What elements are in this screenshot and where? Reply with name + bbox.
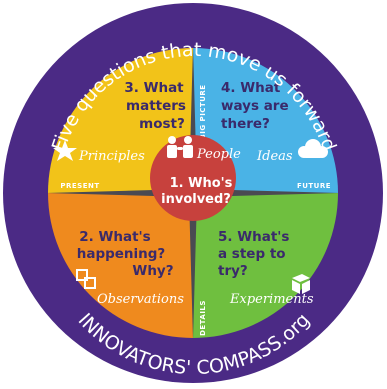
quadrant-bottom-right [193, 193, 338, 338]
axis-label-details: DETAILS [199, 300, 207, 336]
people-icon [167, 136, 193, 158]
question-5-line-1: 5. What's [218, 229, 289, 245]
question-5-line-2: a step to [218, 246, 286, 262]
center-tag-people: People [196, 147, 241, 162]
question-4-line-2: ways are [221, 98, 289, 114]
axis-label-future: FUTURE [297, 182, 331, 190]
box-icon [292, 274, 310, 294]
tag-principles: Principles [78, 149, 145, 164]
axis-label-big-picture: BIG PICTURE [199, 84, 207, 139]
question-3-line-2: matters [126, 98, 186, 114]
question-3-line-1: 3. What [124, 80, 184, 96]
question-4-line-1: 4. What [221, 80, 281, 96]
question-3-line-3: most? [139, 116, 185, 132]
question-2-line-1: 2. What's [79, 229, 150, 245]
observations-icon [76, 269, 96, 289]
center-question-line-1: 1. Who's [170, 176, 233, 191]
question-2-line-3: Why? [132, 263, 173, 279]
tag-ideas: Ideas [256, 149, 293, 164]
quadrant-bottom-left [48, 193, 193, 338]
question-5-line-3: try? [218, 263, 248, 279]
question-4-line-3: there? [221, 116, 270, 132]
cloud-icon [298, 139, 328, 158]
question-2-line-2: happening? [77, 246, 166, 262]
axis-label-present: PRESENT [60, 182, 99, 190]
center-question-line-2: involved? [161, 192, 231, 207]
tag-observations: Observations [97, 292, 184, 307]
tag-experiments: Experiments [229, 292, 314, 307]
star-icon [53, 140, 77, 161]
